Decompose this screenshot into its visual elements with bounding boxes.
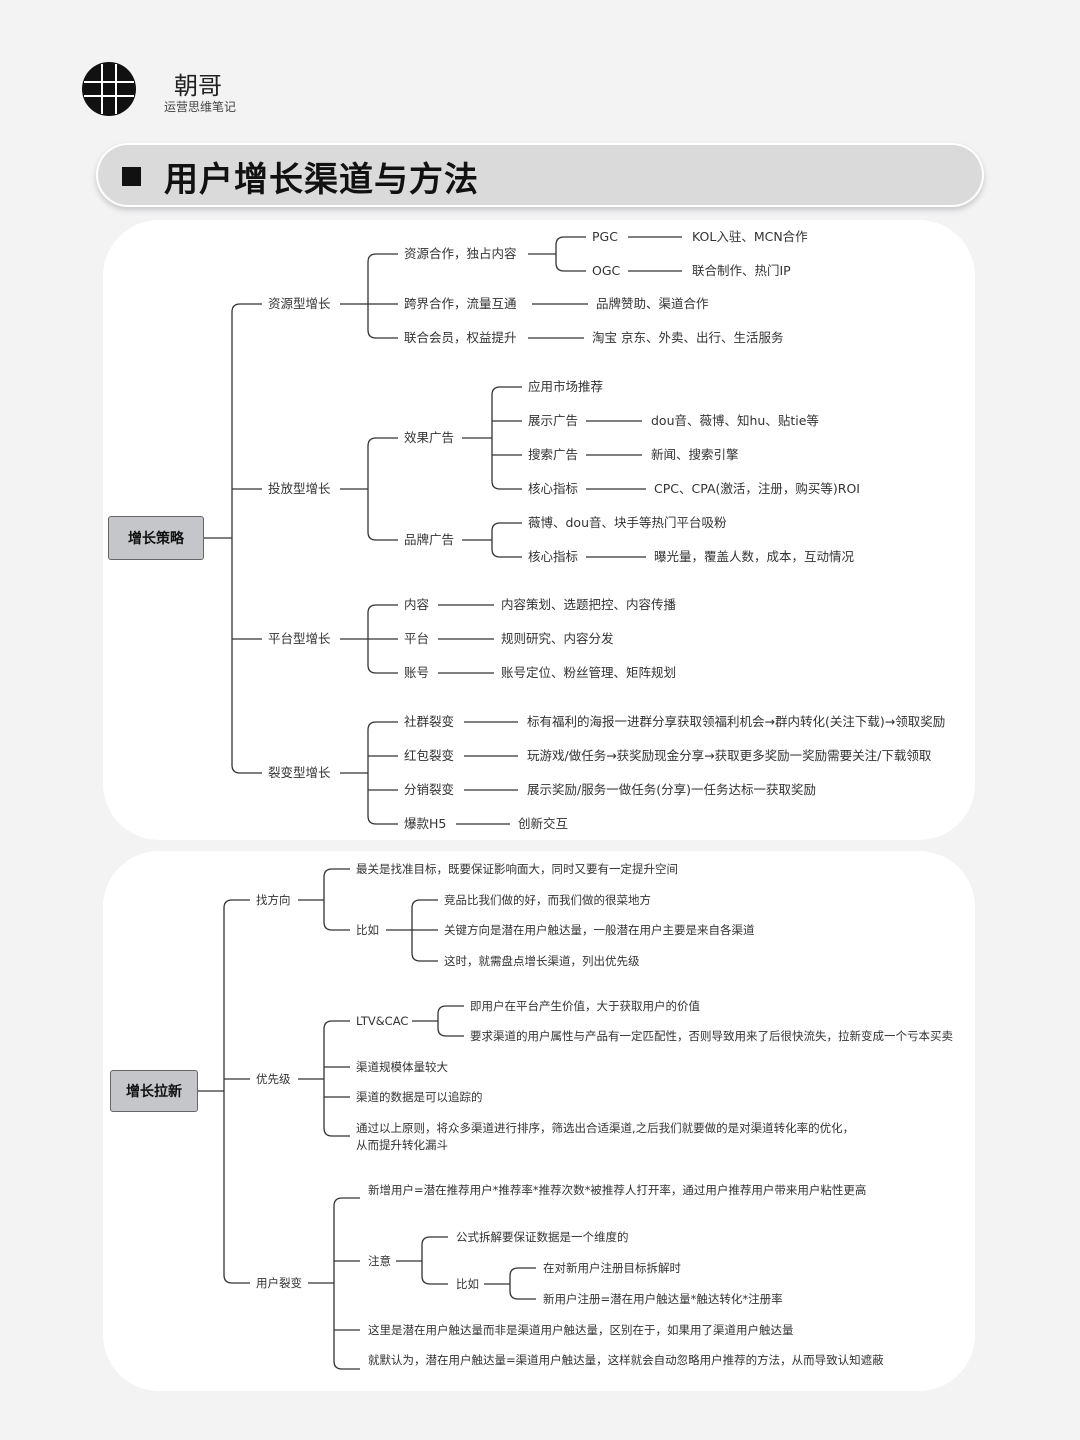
node-app-store: 应用市场推荐	[528, 379, 604, 394]
node-referral-note-ex2: 新用户注册=潜在用户触达量*触达转化*注册率	[543, 1292, 783, 1306]
page-title: 用户增长渠道与方法	[164, 160, 479, 200]
brand-logo-icon	[82, 62, 136, 116]
node-crossover-detail: 品牌赞助、渠道合作	[596, 296, 709, 311]
node-content-detail: 内容策划、选题把控、内容传播	[501, 597, 677, 612]
node-distribution-fission: 分销裂变	[404, 782, 455, 797]
node-h5-detail: 创新交互	[518, 816, 569, 831]
node-ads-growth: 投放型增长	[268, 481, 331, 496]
node-search-ads: 搜索广告	[528, 447, 579, 462]
node-platform: 平台	[404, 631, 430, 646]
node-direction-example: 比如	[356, 923, 379, 937]
node-direction-ex1: 竞品比我们做的好，而我们做的很菜地方	[444, 893, 651, 907]
node-brand-ads: 品牌广告	[404, 532, 455, 547]
node-referral-point1: 这里是潜在用户触达量而非是渠道用户触达量，区别在于，如果用了渠道用户触达量	[368, 1323, 794, 1337]
node-referral-note1: 公式拆解要保证数据是一个维度的	[456, 1230, 629, 1244]
node-membership: 联合会员，权益提升	[404, 330, 517, 345]
node-brand-platforms: 薇博、dou音、块手等热门平台吸粉	[528, 515, 727, 530]
pull-panel	[103, 851, 975, 1391]
node-find-direction: 找方向	[256, 893, 291, 907]
node-ltv-1: 即用户在平台产生价值，大于获取用户的价值	[470, 999, 700, 1013]
node-referral-point2: 就默认为，潜在用户触达量=渠道用户触达量，这样就会自动忽略用户推荐的方法，从而导…	[368, 1353, 884, 1367]
node-platform-detail: 规则研究、内容分发	[501, 631, 614, 646]
node-referral-formula: 新增用户=潜在推荐用户*推荐率*推荐次数*被推荐人打开率，通过用户推荐用户带来用…	[368, 1183, 867, 1197]
node-brand-kpi-detail: 曝光量，覆盖人数，成本，互动情况	[654, 549, 855, 564]
node-h5: 爆款H5	[404, 816, 447, 831]
node-exclusive-content: 资源合作，独占内容	[404, 246, 517, 261]
node-priority-summary: 通过以上原则，将众多渠道进行排序，筛选出合适渠道,之后我们就要做的是对渠道转化率…	[356, 1121, 855, 1152]
strategy-panel	[103, 220, 975, 840]
node-redpacket-detail: 玩游戏/做任务→获奖励现金分享→获取更多奖励一奖励需要关注/下载领取	[527, 748, 932, 763]
node-distribution-detail: 展示奖励/服务一做任务(分享)一任务达标一获取奖励	[527, 782, 816, 797]
node-ltv-cac: LTV&CAC	[356, 1014, 409, 1028]
node-membership-detail: 淘宝 京东、外卖、出行、生活服务	[592, 330, 784, 345]
title-bar: 用户增长渠道与方法	[96, 143, 984, 207]
node-fission-growth: 裂变型增长	[268, 765, 331, 780]
title-bullet-icon	[122, 167, 141, 186]
node-referral-note-example: 比如	[456, 1277, 479, 1291]
node-kpi-detail: CPC、CPA(激活，注册，购买等)ROI	[654, 481, 860, 496]
author-subtitle: 运营思维笔记	[164, 100, 237, 114]
author-name: 朝哥	[174, 72, 222, 100]
node-resource-growth: 资源型增长	[268, 296, 331, 311]
node-search-detail: 新闻、搜索引擎	[651, 447, 739, 462]
node-display-detail: dou音、薇博、知hu、贴tie等	[651, 413, 819, 428]
node-user-referral: 用户裂变	[256, 1276, 302, 1290]
node-community-fission: 社群裂变	[404, 714, 455, 729]
node-direction-ex2: 关键方向是潜在用户触达量，一般潜在用户主要是来自各渠道	[444, 923, 755, 937]
node-priority: 优先级	[256, 1072, 291, 1086]
node-brand-kpi: 核心指标	[528, 549, 579, 564]
node-referral-note-ex1: 在对新用户注册目标拆解时	[543, 1261, 681, 1275]
node-account: 账号	[404, 665, 430, 680]
node-kpi: 核心指标	[528, 481, 579, 496]
node-content: 内容	[404, 597, 430, 612]
node-ogc-detail: 联合制作、热门IP	[692, 263, 791, 278]
node-redpacket-fission: 红包裂变	[404, 748, 455, 763]
node-direction-key: 最关是找准目标，既要保证影响面大，同时又要有一定提升空间	[356, 862, 678, 876]
node-pgc-detail: KOL入驻、MCN合作	[692, 229, 808, 244]
node-platform-growth: 平台型增长	[268, 631, 331, 646]
node-account-detail: 账号定位、粉丝管理、矩阵规划	[501, 665, 677, 680]
node-crossover: 跨界合作，流量互通	[404, 296, 517, 311]
node-performance-ads: 效果广告	[404, 430, 455, 445]
node-channel-traceable: 渠道的数据是可以追踪的	[356, 1090, 483, 1104]
node-direction-ex3: 这时，就需盘点增长渠道，列出优先级	[444, 954, 640, 968]
node-referral-note: 注意	[368, 1254, 391, 1268]
root-growth-acquisition: 增长拉新	[110, 1070, 198, 1112]
root-growth-strategy: 增长策略	[108, 516, 204, 560]
node-pgc: PGC	[592, 229, 618, 244]
node-channel-scale: 渠道规模体量较大	[356, 1060, 448, 1074]
node-display-ads: 展示广告	[528, 413, 579, 428]
node-community-detail: 标有福利的海报一进群分享获取领福利机会→群内转化(关注下载)→领取奖励	[527, 714, 946, 729]
node-ogc: OGC	[592, 263, 621, 278]
node-ltv-2: 要求渠道的用户属性与产品有一定匹配性，否则导致用来了后很快流失，拉新变成一个亏本…	[470, 1029, 953, 1043]
